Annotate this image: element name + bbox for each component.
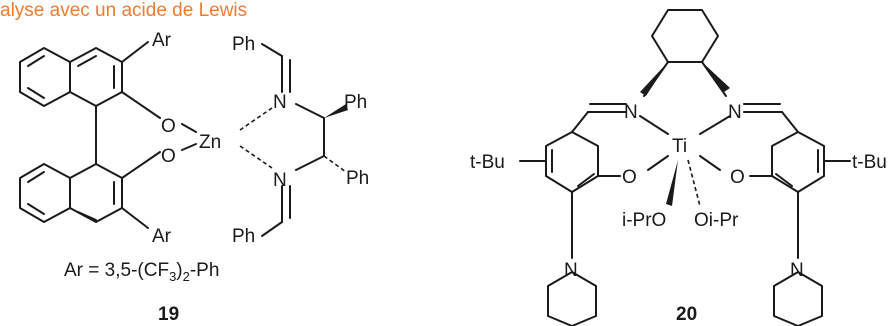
piperidine-right-n-label: N [790,260,804,281]
phenyl-right-top-label: Ph [344,92,367,113]
compound-20: Ti N N O O t-Bu t-Bu i-PrO Oi-Pr N N 20 [470,9,887,326]
right-aryl-ring [771,131,825,193]
upper-naphthalene [19,47,123,107]
cyclohexane-ring [651,9,719,63]
oipr-left-label: i-PrO [622,210,666,231]
piperidine-left-n-label: N [564,260,578,281]
lower-naphthalene [19,163,123,223]
left-aryl-ring [545,131,599,193]
oxygen-bottom-label: O [161,146,176,167]
nitrogen-bottom-label: N [273,170,287,191]
ar-bottom-label: Ar [152,226,172,247]
wedge-bond-left [640,62,668,96]
wedge-oipr-left [666,160,678,206]
piperidine-left [547,271,597,326]
phenyl-top-label: Ph [232,34,255,55]
compound-19-number: 19 [158,304,179,325]
phenyl-right-bottom-label: Ph [346,168,369,189]
oxygen-left-label: O [622,167,637,188]
piperidine-right [773,271,823,326]
ar-definition: Ar = 3,5-(CF3)2-Ph [64,260,219,284]
tbu-right-label: t-Bu [852,152,887,173]
titanium-label: Ti [672,136,687,157]
tbu-left-label: t-Bu [470,152,505,173]
compound-19: Ar Ar O O Zn N N Ph Ph Ph Ph Ar = 3,5-(C… [19,30,369,325]
nitrogen-left-label: N [624,102,638,123]
compound-20-number: 20 [676,304,697,325]
wedge-bond-right [702,62,730,92]
oxygen-right-label: O [730,167,745,188]
oipr-right-label: Oi-Pr [694,210,739,231]
wedge-bond [324,104,348,118]
zinc-label: Zn [199,132,221,153]
oxygen-top-label: O [161,116,176,137]
nitrogen-right-label: N [728,102,742,123]
phenyl-bottom-label: Ph [232,226,255,247]
nitrogen-top-label: N [273,92,287,113]
ar-top-label: Ar [152,30,172,51]
section-heading: alyse avec un acide de Lewis [0,0,248,21]
